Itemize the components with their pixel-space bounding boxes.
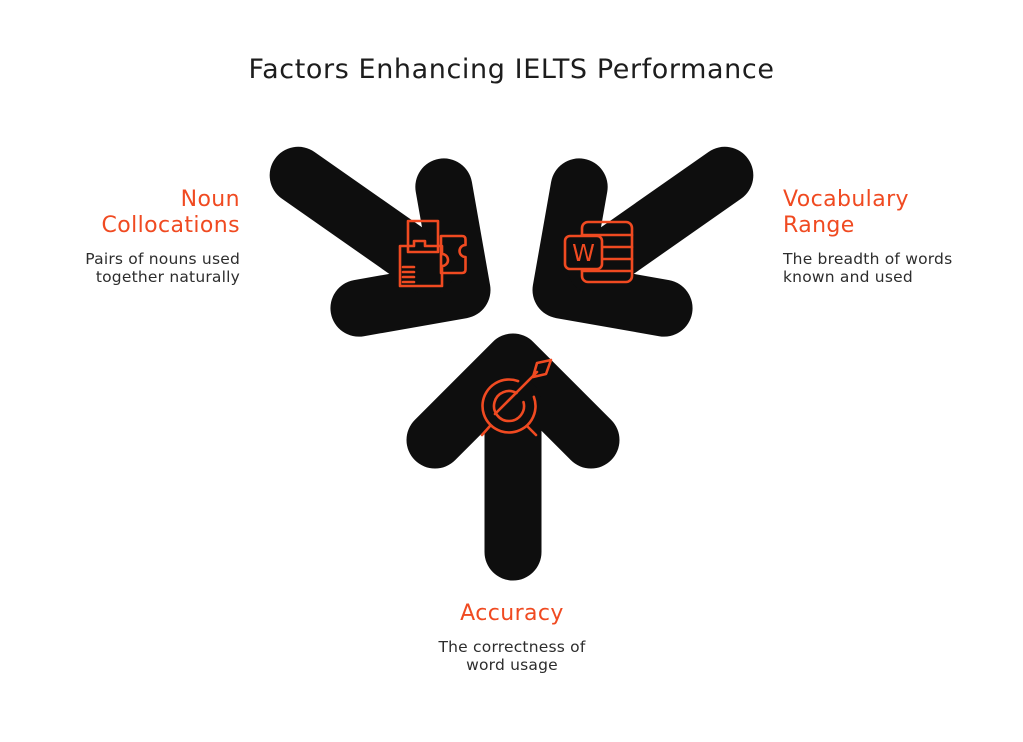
- dart-shaft: [493, 370, 539, 416]
- factor-heading: Vocabulary Range: [783, 187, 1003, 239]
- heading-line: Noun: [180, 187, 240, 212]
- factor-description: The breadth of words known and used: [783, 250, 1003, 286]
- word-document-icon: W: [563, 220, 634, 284]
- puzzle-top-piece: [406, 219, 440, 254]
- arrow-up-head: [406, 333, 620, 469]
- heading-line: Accuracy: [460, 601, 564, 626]
- factor-accuracy: Accuracy The correctness of word usage: [362, 601, 662, 674]
- heading-line: Vocabulary: [783, 187, 909, 212]
- arrow-left: [269, 146, 491, 337]
- description-line: together naturally: [95, 267, 240, 286]
- description-line: Pairs of nouns used: [85, 250, 240, 268]
- factor-heading: Accuracy: [362, 601, 662, 627]
- arrow-right: [532, 146, 754, 337]
- factor-noun-collocations: Noun Collocations Pairs of nouns used to…: [20, 187, 240, 286]
- page-title: Factors Enhancing IELTS Performance: [248, 54, 775, 85]
- document-lines: [580, 233, 634, 273]
- puzzle-bottom-piece: [398, 239, 450, 288]
- target-arrow-icon: [480, 358, 553, 437]
- description-line: The breadth of words: [783, 250, 953, 268]
- target-inner-ring: [492, 389, 526, 423]
- arrow-right-stem: [566, 146, 754, 295]
- arrow-left-head: [330, 158, 491, 337]
- target-stand-legs: [480, 424, 538, 437]
- factor-description: The correctness of word usage: [362, 638, 662, 674]
- word-letter: W: [572, 241, 595, 267]
- heading-line: Range: [783, 213, 855, 238]
- factor-description: Pairs of nouns used together naturally: [20, 250, 240, 286]
- letter-square: [563, 234, 604, 271]
- puzzle-icon: [398, 219, 467, 288]
- description-line: The correctness of: [438, 638, 586, 656]
- puzzle-stack-lines: [401, 265, 416, 284]
- description-line: known and used: [783, 267, 913, 286]
- dart-fletching: [531, 358, 553, 379]
- description-line: word usage: [466, 655, 558, 674]
- heading-line: Collocations: [101, 213, 240, 238]
- arrow-right-head: [532, 158, 693, 337]
- arrow-left-stem: [269, 146, 457, 295]
- factor-heading: Noun Collocations: [20, 187, 240, 239]
- factor-vocabulary-range: Vocabulary Range The breadth of words kn…: [783, 187, 1003, 286]
- arrow-up: [406, 333, 620, 581]
- puzzle-right-piece: [439, 234, 467, 275]
